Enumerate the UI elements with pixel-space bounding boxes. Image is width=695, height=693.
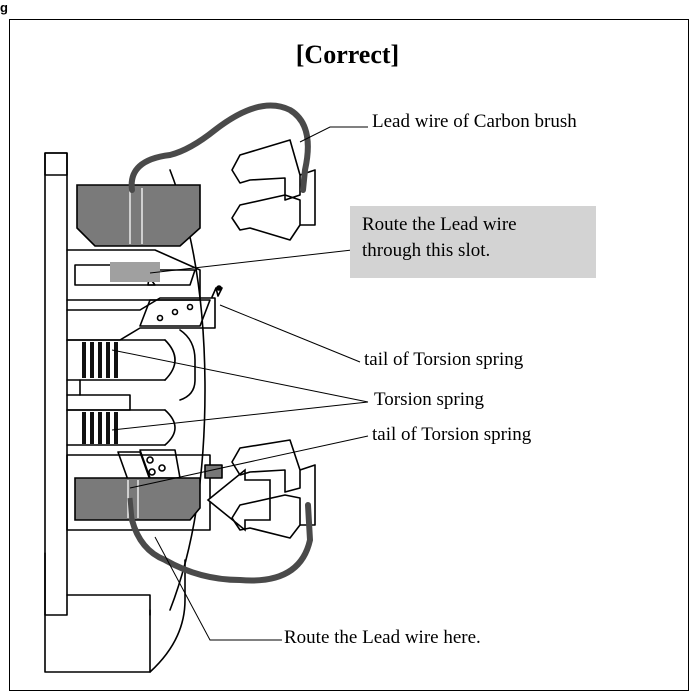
lower-spring-frame xyxy=(66,409,166,446)
callout-route-slot-line2: through this slot. xyxy=(362,240,491,261)
lower-wire-start xyxy=(127,497,135,521)
lower-lead-wire xyxy=(129,502,314,584)
upper-slot xyxy=(110,262,160,282)
upper-spring-frame xyxy=(66,339,166,381)
upper-carbon-brush xyxy=(76,184,201,247)
callout-torsion-spring: Torsion spring xyxy=(374,389,485,410)
lower-holder xyxy=(66,454,211,531)
upper-spring-holder xyxy=(66,297,216,341)
base-plate xyxy=(44,152,68,616)
callout-lead-wire: Lead wire of Carbon brush xyxy=(372,111,577,132)
callout-route-here: Route the Lead wire here. xyxy=(284,627,481,648)
callout-tail-lower: tail of Torsion spring xyxy=(372,424,532,445)
figure-label: g xyxy=(0,0,8,15)
torsion-spring-lower xyxy=(82,412,118,444)
figure-frame xyxy=(9,19,689,691)
upper-lead-wire xyxy=(128,102,311,193)
leader-lines xyxy=(111,126,369,641)
top-mount-block xyxy=(44,152,68,176)
callout-route-slot-box: Route the Lead wire through this slot. xyxy=(350,206,596,278)
callout-tail-upper: tail of Torsion spring xyxy=(364,349,524,370)
callout-route-slot-line1: Route the Lead wire xyxy=(362,214,517,235)
bottom-mount xyxy=(44,552,151,673)
figure-title: [Correct] xyxy=(295,40,400,69)
insert-arrow xyxy=(206,468,271,532)
torsion-spring-upper xyxy=(82,342,118,378)
